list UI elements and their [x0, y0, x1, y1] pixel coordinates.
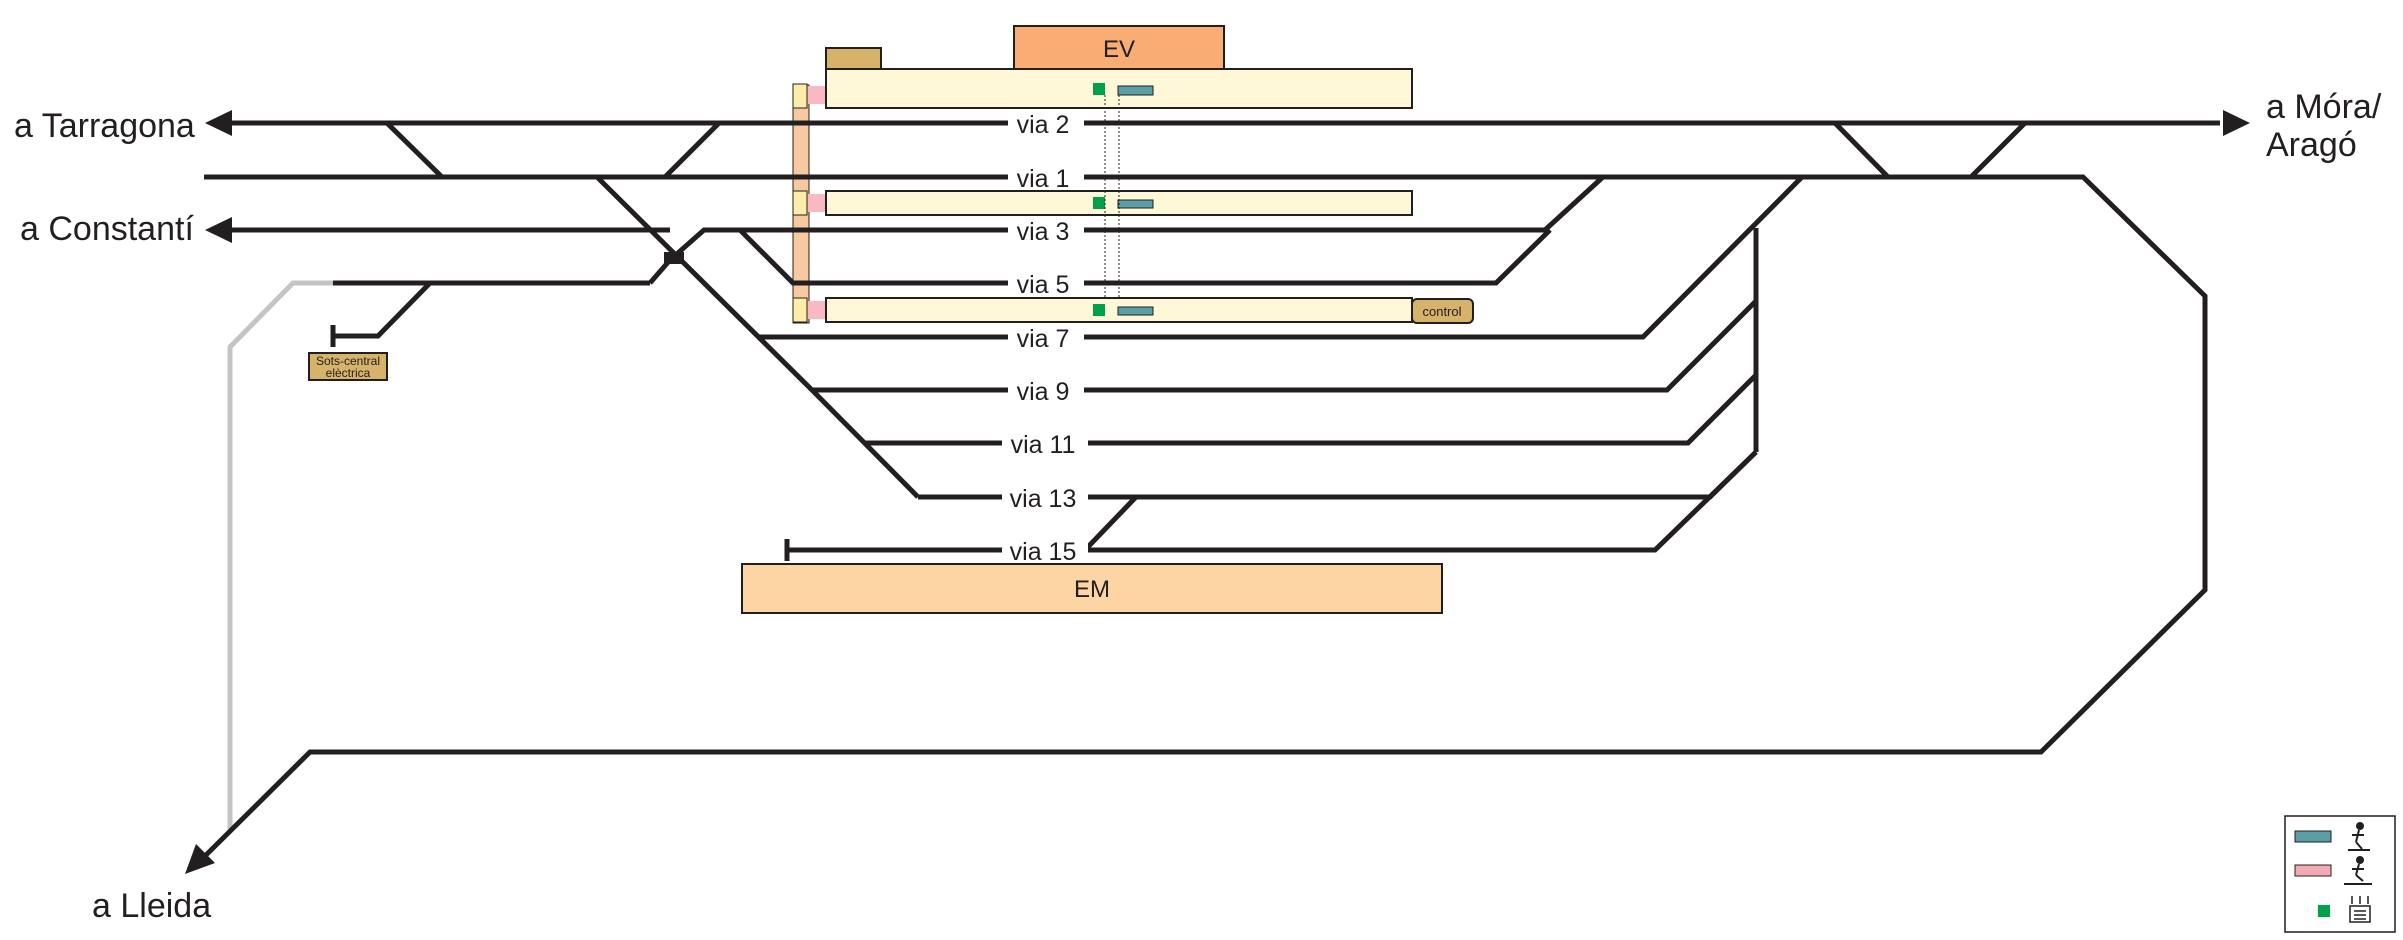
- destination-constanti: a Constantí: [20, 210, 194, 248]
- arrow-lleida: [185, 844, 215, 874]
- arrow-mora: [2223, 110, 2250, 136]
- ticket-machine-icon: [2349, 896, 2371, 923]
- platform-1: [792, 68, 1413, 109]
- ticket-machine-icon: [1093, 197, 1105, 209]
- platform-2: [792, 190, 1413, 216]
- control-label: control: [1422, 304, 1461, 319]
- track-via-3: [648, 175, 1605, 285]
- small-building: [825, 47, 882, 71]
- bench-icon: [1117, 85, 1154, 96]
- ev-building: EV: [1013, 25, 1225, 70]
- via-label: via 2: [1017, 111, 1070, 139]
- crossover: [663, 121, 721, 179]
- via-label: via 1: [1017, 165, 1070, 193]
- legend-swatch-bench: [2294, 830, 2332, 843]
- via-label: via 13: [1010, 485, 1077, 513]
- destination-lleida: a Lleida: [92, 887, 211, 925]
- via-label: via 9: [1017, 378, 1070, 406]
- em-label: EM: [1074, 576, 1110, 603]
- destination-mora-line2: Aragó: [2266, 126, 2357, 164]
- via-label: via 11: [1011, 431, 1076, 459]
- track-via-5: [738, 228, 1552, 286]
- crossover: [1833, 121, 1890, 179]
- ticket-machine-icon: [1093, 304, 1105, 316]
- control-building: control: [1411, 298, 1474, 324]
- track-via-1: [203, 174, 2208, 858]
- via-label: via 5: [1017, 271, 1070, 299]
- diamond-crossing: [664, 252, 684, 264]
- crossover: [385, 121, 444, 179]
- substation-building: Sots-central elèctrica: [308, 352, 388, 381]
- ev-label: EV: [1103, 36, 1135, 63]
- disused-track: [227, 280, 333, 830]
- ticket-machine-icon: [1093, 83, 1105, 95]
- legend-swatch-ramp: [2294, 864, 2332, 877]
- via-label: via 3: [1017, 218, 1070, 246]
- track-via-9: [812, 299, 1758, 393]
- crossover: [1083, 495, 1138, 552]
- via-labels: via 2 via 1 via 3 via 5 via 7 via 9 via …: [1002, 110, 1088, 566]
- legend-swatch-ticket: [2318, 905, 2330, 917]
- track-via-15: [787, 450, 1758, 553]
- accessible-boarding-icon: [2348, 822, 2370, 851]
- step-free-access-icon: [2344, 856, 2372, 885]
- track-via-11: [865, 373, 1758, 446]
- arrow-tarragona: [205, 110, 232, 136]
- substation-label-2: elèctrica: [326, 366, 371, 380]
- em-building: EM: [741, 563, 1443, 614]
- bench-icon: [1117, 199, 1154, 209]
- via-label: via 15: [1010, 538, 1077, 566]
- platform-3: [792, 297, 1413, 323]
- bench-icon: [1117, 306, 1154, 316]
- substation-label-1: Sots-central: [316, 354, 380, 368]
- via-label: via 7: [1017, 325, 1070, 353]
- destination-mora-line1: a Móra/: [2266, 88, 2382, 126]
- arrow-constanti: [205, 217, 232, 243]
- track-substation-spur: [333, 281, 432, 339]
- crossover: [1969, 121, 2027, 179]
- destination-tarragona: a Tarragona: [14, 107, 195, 145]
- legend: [2284, 815, 2396, 933]
